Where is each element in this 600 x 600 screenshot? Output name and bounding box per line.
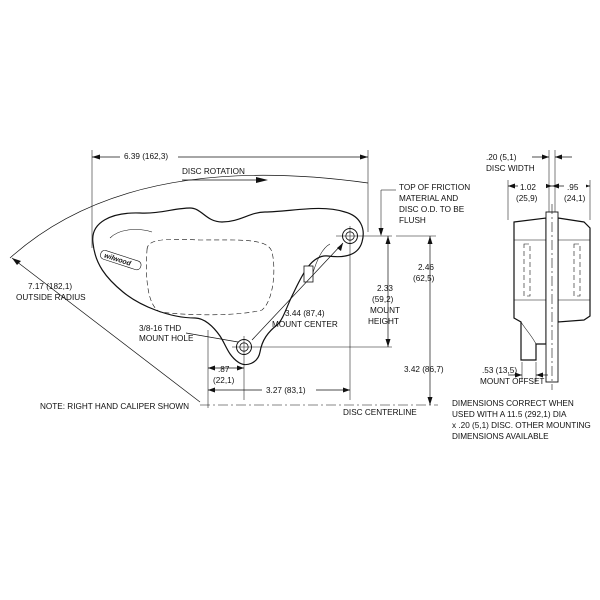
overall-height-value: 2.46 [418, 263, 434, 272]
hole-spacing-value: 3.27 (83,1) [266, 386, 306, 395]
side-pad-left [523, 243, 531, 297]
footnote-line-3: x .20 (5,1) DISC. OTHER MOUNTING [452, 421, 591, 430]
side-dim-b-arrow-left [552, 183, 559, 189]
side-detail-curve [520, 321, 537, 345]
outside-radius-arc [9, 174, 369, 259]
right-hand-note: NOTE: RIGHT HAND CALIPER SHOWN [40, 402, 189, 411]
radius-arrow [12, 258, 21, 265]
mount-height-arrow-bottom [385, 339, 391, 347]
footnote-line-1: DIMENSIONS CORRECT WHEN [452, 399, 574, 408]
hole-spacing-label-bg [262, 384, 316, 395]
overall-length-arrow-left [92, 154, 100, 160]
footnote-line-2: USED WITH A 11.5 (292,1) DIA [452, 410, 567, 419]
small-offset-value: .87 [218, 365, 230, 374]
overall-length-label-bg [120, 150, 178, 161]
friction-note-line-1: TOP OF FRICTION [399, 183, 470, 192]
mount-center-label: MOUNT CENTER [272, 320, 338, 329]
friction-note-line-2: MATERIAL AND [399, 194, 458, 203]
footnote-line-4: DIMENSIONS AVAILABLE [452, 432, 549, 441]
mount-offset-label: MOUNT OFFSET [480, 377, 544, 386]
disc-rotation-label: DISC ROTATION [182, 167, 245, 176]
footnote: DIMENSIONS CORRECT WHEN USED WITH A 11.5… [452, 399, 591, 441]
friction-note-line-3: DISC O.D. TO BE [399, 205, 465, 214]
mount-height-label-1: MOUNT [370, 306, 400, 315]
disc-centerline-label: DISC CENTERLINE [343, 408, 417, 417]
bleeder-fitting [303, 265, 314, 283]
mount-center-value: 3.44 (87,4) [285, 309, 325, 318]
disc-width-value: .20 (5,1) [486, 153, 517, 162]
side-view: .20 (5,1) DISC WIDTH 1.02 (25,9) .95 (24… [480, 150, 591, 390]
overall-length-arrow-right [360, 154, 368, 160]
mount-height-value-metric: (59,2) [372, 295, 394, 304]
overall-length-label: 6.39 (162,3) [124, 152, 168, 161]
disc-width-arrow-left [542, 154, 549, 160]
mount-center-arrow [337, 243, 343, 251]
overall-height-value-metric: (62,5) [413, 274, 435, 283]
side-dim-b-value: .95 [567, 183, 579, 192]
friction-note-arrow [378, 228, 384, 236]
outside-radius-label: OUTSIDE RADIUS [16, 293, 86, 302]
side-dim-b-label-bg [564, 182, 586, 191]
friction-note-line-4: FLUSH [399, 216, 426, 225]
caliper-body [92, 207, 364, 366]
mount-offset-arrow-left [515, 372, 522, 378]
mount-center-leader [251, 242, 344, 341]
radius-leader [11, 257, 201, 403]
mount-offset-arrow-right [536, 372, 543, 378]
small-offset-value-metric: (22,1) [213, 376, 235, 385]
mount-height-label-2: HEIGHT [368, 317, 399, 326]
side-pad-right [573, 243, 581, 297]
hole-spacing-arrow-right [343, 387, 350, 393]
small-offset-arrow-right [237, 365, 244, 371]
side-dim-b-value-metric: (24,1) [564, 194, 586, 203]
mount-height-arrow-top [385, 236, 391, 244]
front-view: DISC ROTATION 6.39 (162,3) wilwood [9, 150, 470, 417]
side-dim-a-value-metric: (25,9) [516, 194, 538, 203]
small-offset-arrow-left [208, 365, 215, 371]
disc-center-height-value: 3.42 (86,7) [404, 365, 444, 374]
thread-leader [185, 332, 239, 343]
overall-height-arrow-top [427, 236, 433, 244]
pad-outline [146, 239, 275, 316]
mount-height-value: 2.33 [377, 284, 393, 293]
thread-value: 3/8-16 THD [139, 324, 181, 333]
thread-label: MOUNT HOLE [139, 334, 194, 343]
side-dim-a-arrow-left [508, 183, 515, 189]
side-dim-a-arrow-right [545, 183, 552, 189]
disc-width-arrow-right [555, 154, 562, 160]
hole-spacing-arrow-left [208, 387, 215, 393]
side-dim-a-label-bg [518, 182, 546, 191]
disc-width-label: DISC WIDTH [486, 164, 535, 173]
overall-height-arrow-bottom [427, 397, 433, 405]
rotation-arrow-head [256, 177, 268, 183]
outside-radius-value: 7.17 (182,1) [28, 282, 72, 291]
piston-window [109, 229, 153, 239]
mount-offset-value: .53 (13,5) [482, 366, 517, 375]
side-dim-a-value: 1.02 [520, 183, 536, 192]
